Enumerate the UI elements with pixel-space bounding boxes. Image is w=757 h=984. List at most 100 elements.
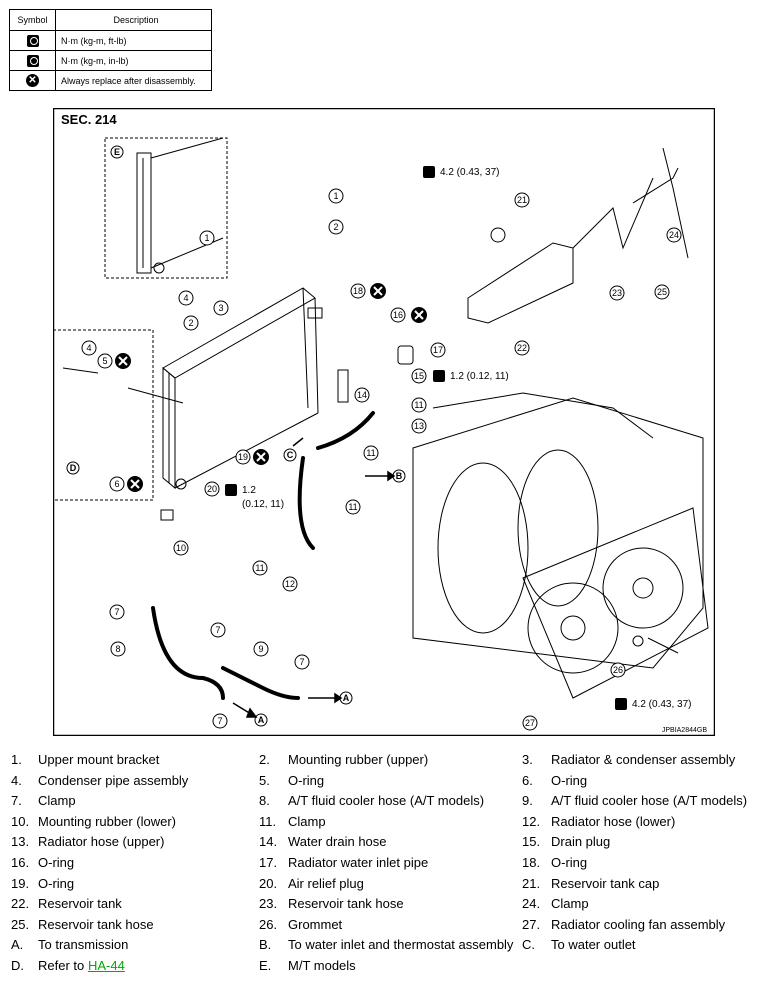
part-number: 14.	[259, 834, 278, 850]
part-number: 27.	[522, 916, 541, 932]
part-number: 20.	[259, 875, 278, 891]
legend-row: N·m (kg-m, in-lb)	[9, 50, 212, 71]
part-name: To water outlet	[551, 937, 636, 953]
part-number: 11.	[259, 813, 277, 829]
part-number: 25.	[11, 916, 30, 932]
svg-text:27: 27	[525, 718, 535, 728]
svg-text:23: 23	[612, 288, 622, 298]
part-number: 12.	[522, 813, 541, 829]
legend-description: N·m (kg-m, in-lb)	[55, 50, 212, 71]
legend-header-row: Symbol Description	[9, 9, 212, 31]
legend-header-symbol: Symbol	[9, 9, 56, 31]
svg-text:2: 2	[333, 222, 338, 232]
svg-text:5: 5	[102, 356, 107, 366]
svg-text:D: D	[70, 463, 77, 473]
part-name: Water drain hose	[288, 834, 387, 850]
part-name: Reservoir tank hose	[288, 896, 404, 912]
part-number: A.	[11, 937, 24, 953]
part-number: 5.	[259, 772, 270, 788]
svg-text:21: 21	[517, 195, 527, 205]
part-number: 21.	[522, 875, 541, 891]
svg-text:E: E	[114, 147, 120, 157]
legend-row: N·m (kg-m, ft-lb)	[9, 30, 212, 51]
legend-header-description: Description	[55, 9, 212, 31]
part-name: Clamp	[288, 813, 326, 829]
svg-text:2: 2	[188, 318, 193, 328]
part-number: 17.	[259, 855, 278, 870]
svg-text:25: 25	[657, 287, 667, 297]
svg-text:6: 6	[114, 479, 119, 489]
part-number: 16.	[11, 855, 30, 870]
part-name: To transmission	[38, 937, 129, 953]
part-number: 24.	[522, 896, 541, 912]
part-name: Condenser pipe assembly	[38, 772, 189, 788]
part-number: 26.	[259, 916, 278, 932]
svg-text:11: 11	[348, 502, 357, 512]
svg-text:11: 11	[414, 400, 423, 410]
svg-text:15: 15	[414, 371, 424, 381]
svg-text:1: 1	[204, 233, 209, 243]
part-number: 1.	[11, 752, 22, 767]
torque-value-relief: 1.2	[242, 485, 256, 496]
svg-text:12: 12	[285, 579, 295, 589]
torque-value-relief-units: (0.12, 11)	[242, 499, 285, 510]
part-name: Upper mount bracket	[38, 752, 160, 767]
part-name: M/T models	[288, 958, 356, 973]
svg-text:10: 10	[176, 543, 186, 553]
svg-text:11: 11	[366, 448, 375, 458]
part-name: O-ring	[288, 772, 325, 788]
svg-text:24: 24	[669, 230, 679, 240]
part-number: 19.	[11, 875, 30, 891]
torque-value-top: 4.2 (0.43, 37)	[440, 167, 500, 178]
torque-value-drain: 1.2 (0.12, 11)	[450, 371, 509, 382]
part-number: 3.	[522, 752, 533, 767]
part-number: 2.	[259, 752, 270, 767]
reference-link[interactable]: HA-44	[88, 958, 125, 973]
svg-text:13: 13	[414, 421, 424, 431]
part-number: 6.	[522, 772, 533, 788]
svg-text:16: 16	[393, 310, 403, 320]
legend-description: N·m (kg-m, ft-lb)	[55, 30, 212, 51]
replace-x-icon: ✕	[26, 74, 39, 87]
svg-text:17: 17	[433, 345, 443, 355]
part-number: 9.	[522, 793, 533, 809]
part-name: Grommet	[288, 916, 343, 932]
part-name: To water inlet and thermostat assembly	[288, 937, 514, 953]
svg-text:22: 22	[517, 343, 527, 353]
part-name: Clamp	[551, 896, 589, 912]
part-name: Mounting rubber (upper)	[288, 752, 429, 767]
part-name: Clamp	[38, 793, 76, 809]
svg-text:7: 7	[215, 625, 220, 635]
part-name: Radiator hose (lower)	[551, 813, 676, 829]
svg-text:4: 4	[86, 343, 91, 353]
svg-text:4: 4	[183, 293, 188, 303]
part-name: O-ring	[551, 772, 588, 788]
svg-text:C: C	[287, 450, 294, 460]
svg-text:8: 8	[115, 644, 120, 654]
svg-text:7: 7	[299, 657, 304, 667]
part-name: Reservoir tank hose	[38, 916, 154, 932]
part-number: 22.	[11, 896, 30, 912]
symbol-legend-table: Symbol Description N·m (kg-m, ft-lb) N·m…	[9, 9, 212, 91]
part-name: Mounting rubber (lower)	[38, 813, 177, 829]
torque-ftlb-icon	[26, 34, 39, 47]
svg-text:A: A	[343, 693, 350, 703]
part-number: 4.	[11, 772, 22, 788]
part-number: C.	[522, 937, 535, 953]
part-name: Radiator water inlet pipe	[288, 855, 429, 870]
part-number: 15.	[522, 834, 541, 850]
part-number: D.	[11, 958, 24, 973]
part-number: B.	[259, 937, 272, 953]
part-name: Reservoir tank cap	[551, 875, 660, 891]
part-number: 18.	[522, 855, 541, 870]
diagram-code: JPBIA2844GB	[661, 727, 707, 734]
part-name: Air relief plug	[288, 875, 364, 891]
part-name: O-ring	[38, 855, 75, 870]
legend-description: Always replace after disassembly.	[55, 70, 212, 91]
svg-text:7: 7	[217, 716, 222, 726]
svg-text:26: 26	[613, 665, 623, 675]
part-number: 13.	[11, 834, 30, 850]
part-number: 8.	[259, 793, 270, 809]
